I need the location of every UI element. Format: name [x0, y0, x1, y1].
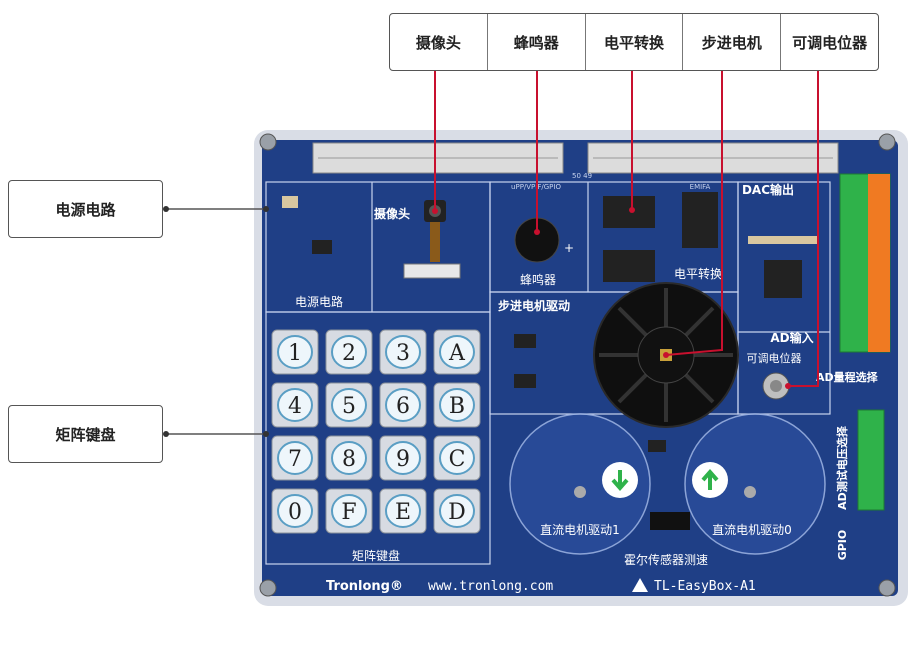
label-hall: 霍尔传感器测速 [624, 552, 708, 567]
terminal-block-small [857, 409, 885, 511]
keypad-key-label: 2 [342, 341, 356, 366]
keypad-key[interactable]: 0 [271, 488, 319, 534]
label-ad-measure: AD测试电压选择 [835, 425, 849, 510]
keypad-key[interactable]: 8 [325, 435, 373, 481]
label-dc-motor-0: 直流电机驱动0 [712, 523, 792, 537]
keypad-key[interactable]: D [433, 488, 481, 534]
level-shift-chip [603, 250, 655, 282]
level-shift-chip [603, 196, 655, 228]
keypad-key-label: 7 [288, 447, 302, 472]
keypad-key-label: B [449, 394, 465, 419]
keypad-key-label: D [448, 500, 466, 525]
top-callout-strip: 摄像头 蜂鸣器 电平转换 步进电机 可调电位器 [389, 13, 879, 71]
label-gpio: GPIO [836, 530, 849, 561]
keypad-key-label: C [449, 447, 466, 472]
callout-buzzer: 蜂鸣器 [488, 14, 586, 70]
keypad-key-label: 9 [396, 447, 410, 472]
resistor-array [748, 236, 818, 244]
stepper-driver-chip [514, 334, 536, 348]
keypad-key[interactable]: 7 [271, 435, 319, 481]
keypad-key[interactable]: 6 [379, 382, 427, 428]
dc-motor-disc-0 [684, 413, 826, 555]
label-buzzer-plus: + [564, 241, 574, 255]
label-pot: 可调电位器 [747, 351, 802, 365]
keypad-key[interactable]: 3 [379, 329, 427, 375]
keypad-key[interactable]: 4 [271, 382, 319, 428]
keypad-key-label: 0 [288, 500, 302, 525]
keypad-key[interactable]: B [433, 382, 481, 428]
label-camera: 摄像头 [374, 206, 410, 221]
keypad-key-label: 8 [342, 447, 356, 472]
keypad-key[interactable]: A [433, 329, 481, 375]
callout-camera: 摄像头 [390, 14, 488, 70]
camera-connector [403, 263, 461, 279]
callout-level-shift: 电平转换 [586, 14, 684, 70]
keypad-key-label: 1 [288, 341, 302, 366]
stepper-driver-chip [514, 374, 536, 388]
label-dc-motor-1: 直流电机驱动1 [540, 523, 620, 537]
logo-triangle-icon [632, 578, 648, 592]
leader-lines-top [434, 71, 819, 387]
keypad-key-label: 4 [288, 394, 302, 419]
matrix-keypad: 1 2 3 A 4 5 6 B 7 8 9 C 0 F E D [271, 329, 481, 534]
keypad-key[interactable]: 9 [379, 435, 427, 481]
label-buzzer: 蜂鸣器 [520, 272, 556, 287]
keypad-key[interactable]: C [433, 435, 481, 481]
callout-matrix-keypad: 矩阵键盘 [8, 405, 163, 463]
silk-emifa: EMIFA [690, 183, 711, 191]
label-power: 电源电路 [295, 294, 343, 309]
label-dac: DAC输出 [742, 182, 794, 197]
dc-motor-disc-1 [509, 413, 651, 555]
keypad-key[interactable]: E [379, 488, 427, 534]
keypad-key-label: A [448, 341, 466, 366]
power-chip [312, 240, 332, 254]
brand-logo: Tronlong® [326, 579, 403, 594]
keypad-key-label: 6 [396, 394, 410, 419]
callout-power-circuit: 电源电路 [8, 180, 163, 238]
model-name: TL-EasyBox-A1 [654, 579, 756, 594]
screw-icon [259, 133, 896, 597]
dac-chip [764, 260, 802, 298]
capacitor [282, 196, 298, 208]
callout-stepper-motor: 步进电机 [683, 14, 782, 70]
callout-potentiometer: 可调电位器 [792, 33, 868, 52]
label-ad-range: AD量程选择 [816, 370, 879, 384]
hall-chip [648, 440, 666, 452]
keypad-key[interactable]: 1 [271, 329, 319, 375]
keypad-key-label: F [341, 500, 356, 525]
keypad-key-label: 3 [396, 341, 410, 366]
emifa-chip [682, 192, 718, 248]
label-stepper: 步进电机驱动 [498, 298, 570, 313]
keypad-key[interactable]: 2 [325, 329, 373, 375]
keypad-key[interactable]: 5 [325, 382, 373, 428]
silk-pin-50: 50 49 [572, 172, 592, 180]
keypad-key[interactable]: F [325, 488, 373, 534]
hall-sensor [650, 512, 690, 530]
section-borders [265, 181, 831, 565]
keypad-key-label: E [395, 500, 411, 525]
keypad-key-label: 5 [342, 394, 356, 419]
leader-lines-left [166, 208, 266, 435]
label-keypad: 矩阵键盘 [352, 548, 400, 563]
website: www.tronlong.com [428, 579, 553, 594]
terminal-tabs [868, 174, 890, 352]
label-level-shift: 电平转换 [674, 266, 722, 281]
camera-flex-cable [430, 222, 440, 262]
label-ad-input: AD输入 [770, 330, 813, 345]
